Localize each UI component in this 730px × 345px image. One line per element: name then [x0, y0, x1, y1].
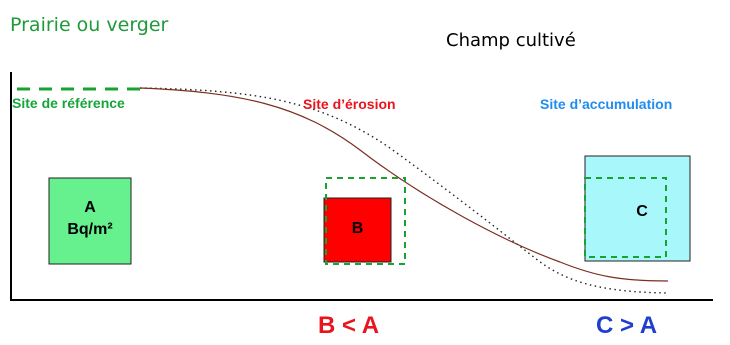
relation-b-vs-a: B < A	[318, 312, 380, 339]
box-a	[48, 177, 132, 265]
box-b-reference-outline	[325, 177, 406, 265]
box-b	[323, 197, 392, 263]
box-c	[584, 155, 691, 262]
box-c-label: C	[636, 203, 648, 220]
original-profile-line	[139, 87, 669, 294]
box-c-reference-outline	[584, 177, 667, 258]
relation-c-vs-a: C > A	[596, 312, 658, 339]
box-b-label: B	[351, 220, 364, 237]
label-prairie: Prairie ou verger	[10, 14, 169, 36]
box-a-label: A Bq/m²	[49, 197, 131, 241]
label-champ: Champ cultivé	[446, 30, 576, 51]
label-accumulation-site: Site d’accumulation	[540, 96, 673, 112]
label-erosion-site: Site d’érosion	[303, 96, 396, 112]
box-a-letter: A	[84, 199, 96, 216]
label-reference-site: Site de référence	[12, 95, 125, 111]
current-profile-line	[139, 87, 669, 282]
box-a-unit: Bq/m²	[67, 221, 113, 238]
